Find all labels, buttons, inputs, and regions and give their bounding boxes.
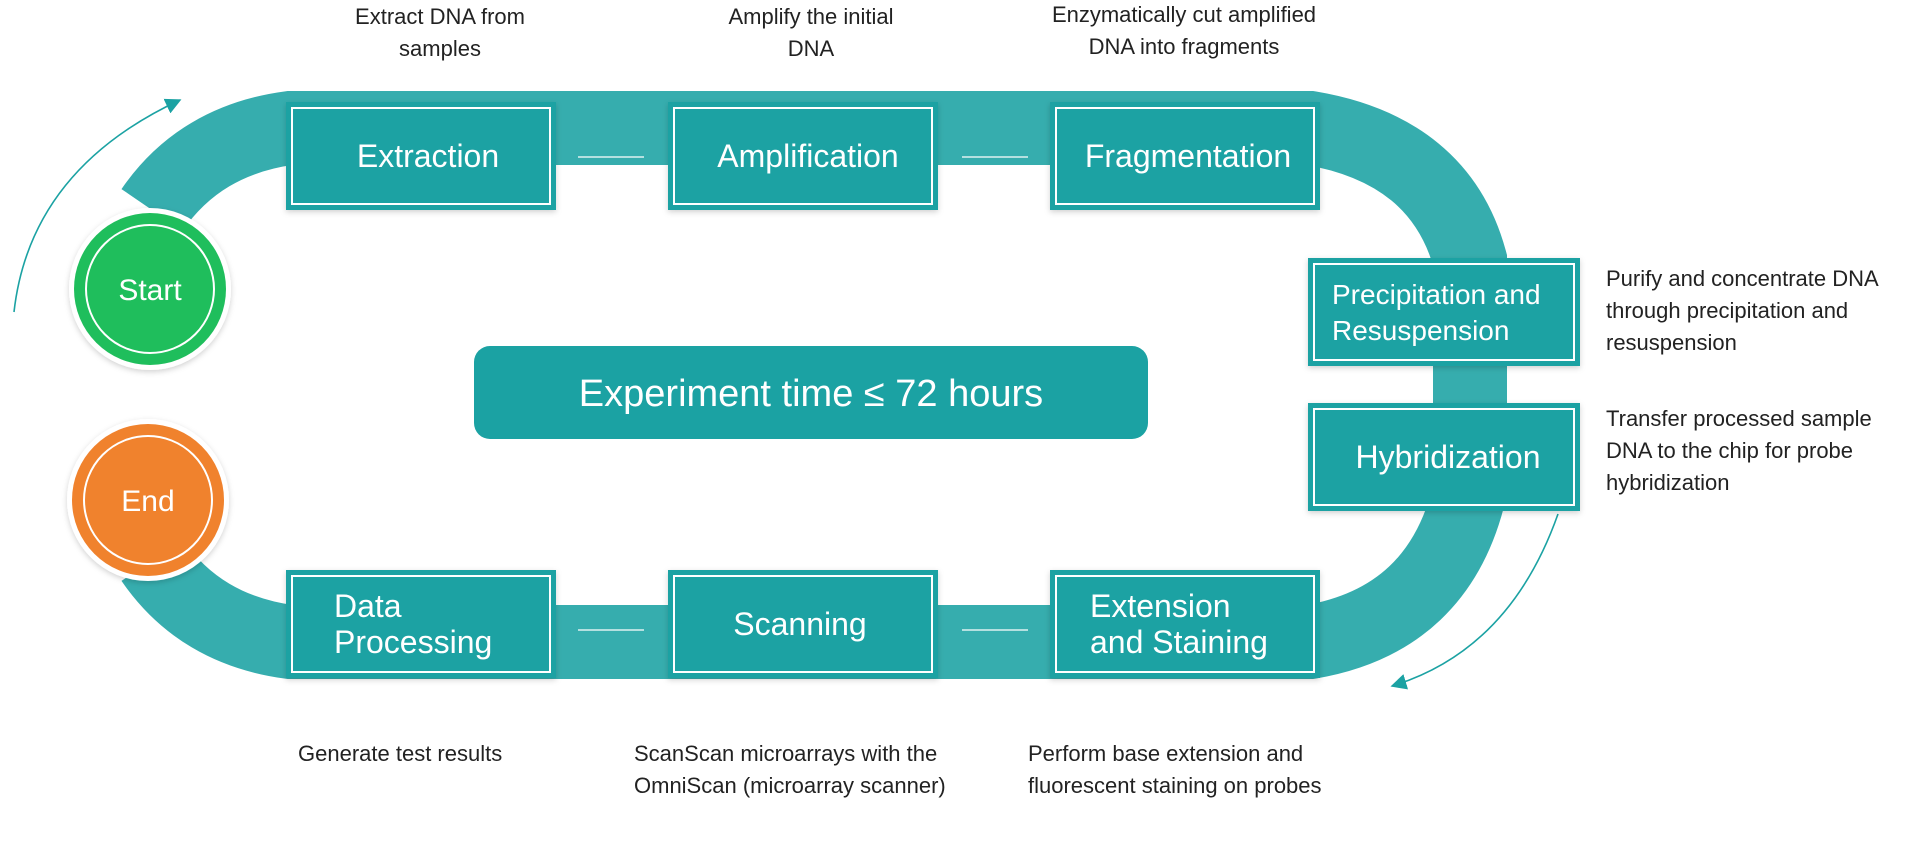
step-box-border xyxy=(673,107,933,205)
step-box-fill xyxy=(286,570,556,678)
step-title: Extraction xyxy=(357,138,499,174)
cycle-arrow-bottom-right xyxy=(1390,513,1559,690)
step-description-line: OmniScan (microarray scanner) xyxy=(634,773,946,798)
start-node: Start xyxy=(69,208,231,370)
step-description-line: Transfer processed sample xyxy=(1606,406,1872,431)
step-description-line: DNA into fragments xyxy=(1089,34,1280,59)
step-description-line: fluorescent staining on probes xyxy=(1028,773,1322,798)
step-box-fill xyxy=(1308,258,1580,366)
step-box-border xyxy=(291,107,551,205)
step-box-border xyxy=(1313,263,1575,361)
experiment-time-label: Experiment time ≤ 72 hours xyxy=(579,373,1043,415)
step-description-line: Extract DNA from xyxy=(355,4,525,29)
step-box-border xyxy=(673,575,933,673)
step-box-fill xyxy=(668,102,938,210)
step-title: Extension xyxy=(1090,588,1231,624)
step-box-fill xyxy=(668,570,938,678)
step-box-fill xyxy=(1050,102,1320,210)
step-title: Data xyxy=(334,588,402,624)
step-box-hybridization: Hybridization xyxy=(1308,403,1580,511)
experiment-time-banner: Experiment time ≤ 72 hours xyxy=(474,346,1148,439)
step-box-amplification: Amplification xyxy=(668,102,938,210)
step-description-extension-staining: Perform base extension and fluorescent st… xyxy=(1028,741,1322,798)
step-title: and Staining xyxy=(1090,624,1268,660)
step-box-fragmentation: Fragmentation xyxy=(1050,102,1320,210)
step-box-scanning: Scanning xyxy=(668,570,938,678)
step-description-extraction: Extract DNA from samples xyxy=(355,4,525,61)
step-description-line: through precipitation and xyxy=(1606,298,1848,323)
step-description-line: hybridization xyxy=(1606,470,1730,495)
step-description-line: resuspension xyxy=(1606,330,1737,355)
step-title: Processing xyxy=(334,624,492,660)
step-box-border xyxy=(1055,575,1315,673)
step-description-line: DNA xyxy=(788,36,835,61)
step-title: Precipitation and xyxy=(1332,279,1541,310)
step-box-border xyxy=(291,575,551,673)
step-title: Scanning xyxy=(733,606,866,642)
step-description-precipitation-resuspension: Purify and concentrate DNA through precip… xyxy=(1606,266,1879,355)
steps-layer: Extraction Amplification FragmentationPrec… xyxy=(286,102,1580,678)
end-label: End xyxy=(121,485,174,518)
end-node: End xyxy=(67,419,229,581)
step-box-fill xyxy=(1050,570,1320,678)
step-description-line: Enzymatically cut amplified xyxy=(1052,2,1316,27)
step-title: Hybridization xyxy=(1356,439,1541,475)
step-title: Amplification xyxy=(717,138,898,174)
step-box-border xyxy=(1055,107,1315,205)
step-description-data-processing: Generate test results xyxy=(298,741,502,766)
step-description-line: samples xyxy=(399,36,481,61)
cycle-arrow-top-left xyxy=(13,98,182,313)
step-description-line: Purify and concentrate DNA xyxy=(1606,266,1879,291)
step-description-line: Perform base extension and xyxy=(1028,741,1303,766)
workflow-track xyxy=(121,91,1507,679)
notes-layer: Extract DNA from samples Amplify the initi… xyxy=(298,2,1879,798)
step-box-extraction: Extraction xyxy=(286,102,556,210)
step-title: Fragmentation xyxy=(1085,138,1291,174)
step-description-line: DNA to the chip for probe xyxy=(1606,438,1853,463)
step-description-line: Generate test results xyxy=(298,741,502,766)
step-title: Resuspension xyxy=(1332,315,1509,346)
step-description-line: Amplify the initial xyxy=(728,4,893,29)
step-box-border xyxy=(1313,408,1575,506)
step-description-line: ScanScan microarrays with the xyxy=(634,741,937,766)
step-box-fill xyxy=(286,102,556,210)
step-box-fill xyxy=(1308,403,1580,511)
start-label: Start xyxy=(118,274,182,307)
